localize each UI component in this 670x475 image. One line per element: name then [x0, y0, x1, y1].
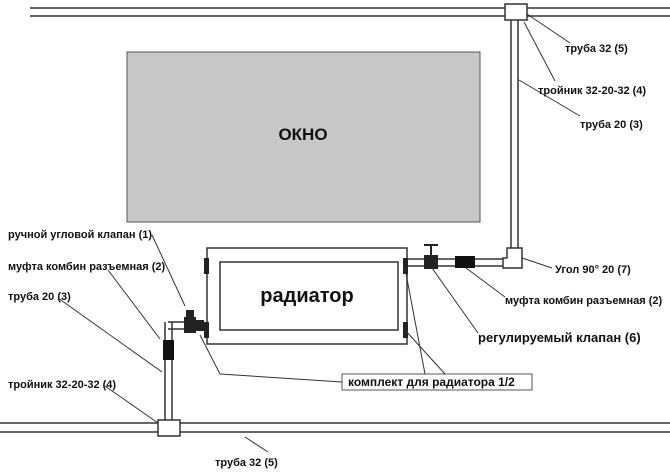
top-tee-label: тройник 32-20-32 (4) — [538, 85, 646, 97]
bottom-tee — [157, 419, 181, 437]
top-pipe-label: труба 32 (5) — [565, 43, 628, 55]
left-riser-pipe — [164, 322, 173, 425]
manual-angle-valve — [184, 310, 204, 333]
radiator — [204, 247, 408, 345]
angle-90-fitting — [502, 247, 523, 269]
kit-label: комплект для радиатора 1/2 — [348, 375, 515, 389]
bottom-main-pipe — [0, 422, 670, 433]
bottom-tee-label: тройник 32-20-32 (4) — [8, 379, 116, 391]
leader-lines — [57, 13, 581, 453]
top-main-pipe — [30, 7, 670, 17]
manual-valve-label: ручной угловой клапан (1) — [8, 229, 152, 241]
right-riser-pipe — [510, 20, 519, 252]
left-coupling — [163, 340, 174, 360]
coupling-left-label: муфта комбин разъемная (2) — [8, 261, 166, 273]
right-coupling — [455, 256, 475, 268]
top-tee — [504, 3, 528, 21]
adjustable-valve — [424, 244, 438, 269]
window-rect — [126, 51, 481, 223]
coupling-right-label: муфта комбин разъемная (2) — [505, 295, 663, 307]
bottom-pipe-label: труба 32 (5) — [215, 457, 278, 469]
adjustable-valve-label: регулируемый клапан (6) — [478, 330, 641, 345]
riser-pipe-top-label: труба 20 (3) — [580, 119, 643, 131]
window-label: ОКНО — [278, 125, 327, 144]
riser-pipe-left-label: труба 20 (3) — [8, 291, 71, 303]
radiator-label: радиатор — [260, 285, 353, 307]
angle-label: Угол 90° 20 (7) — [555, 264, 631, 276]
